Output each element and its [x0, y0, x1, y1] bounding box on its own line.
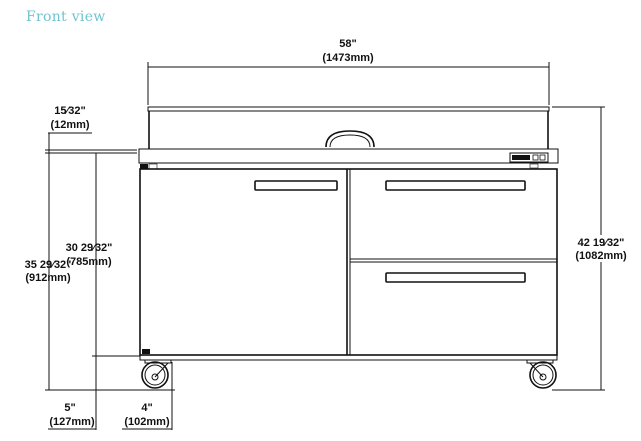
left-dimensions: 15⁄32" (12mm) 35 29⁄32" (912mm) 30 29⁄32… [25, 105, 175, 430]
cabinet-height-inches: 30 29⁄32" [66, 242, 113, 254]
caster-right [526, 359, 557, 389]
right-dimension: 42 19⁄32" (1082mm) [552, 106, 627, 391]
cabinet [139, 168, 558, 361]
work-height-inches: 35 29⁄32" [25, 259, 72, 271]
drawer-handle-top [385, 180, 526, 191]
caster-height-mm: (127mm) [49, 416, 95, 428]
door-handle [254, 180, 338, 191]
caster-offset-inches: 4" [141, 402, 152, 414]
lid-handle [325, 130, 375, 148]
width-inches: 58" [339, 38, 356, 50]
work-height-mm: (912mm) [25, 272, 71, 284]
view-title: Front view [26, 9, 106, 25]
caster-height-inches: 5" [64, 402, 75, 414]
top-thickness-mm: (12mm) [50, 119, 89, 131]
countertop [138, 148, 559, 170]
sneeze-guard [147, 106, 550, 149]
width-dimension: 58" (1473mm) [147, 38, 550, 105]
caster-left [141, 359, 172, 389]
top-thickness-inches: 15⁄32" [54, 105, 86, 117]
drawer-handle-bottom [385, 272, 526, 283]
caster-offset-mm: (102mm) [124, 416, 170, 428]
cabinet-height-mm: (785mm) [66, 256, 112, 268]
overall-height-inches: 42 19⁄32" [578, 237, 625, 249]
overall-height-mm: (1082mm) [575, 250, 627, 262]
width-mm: (1473mm) [322, 52, 374, 64]
